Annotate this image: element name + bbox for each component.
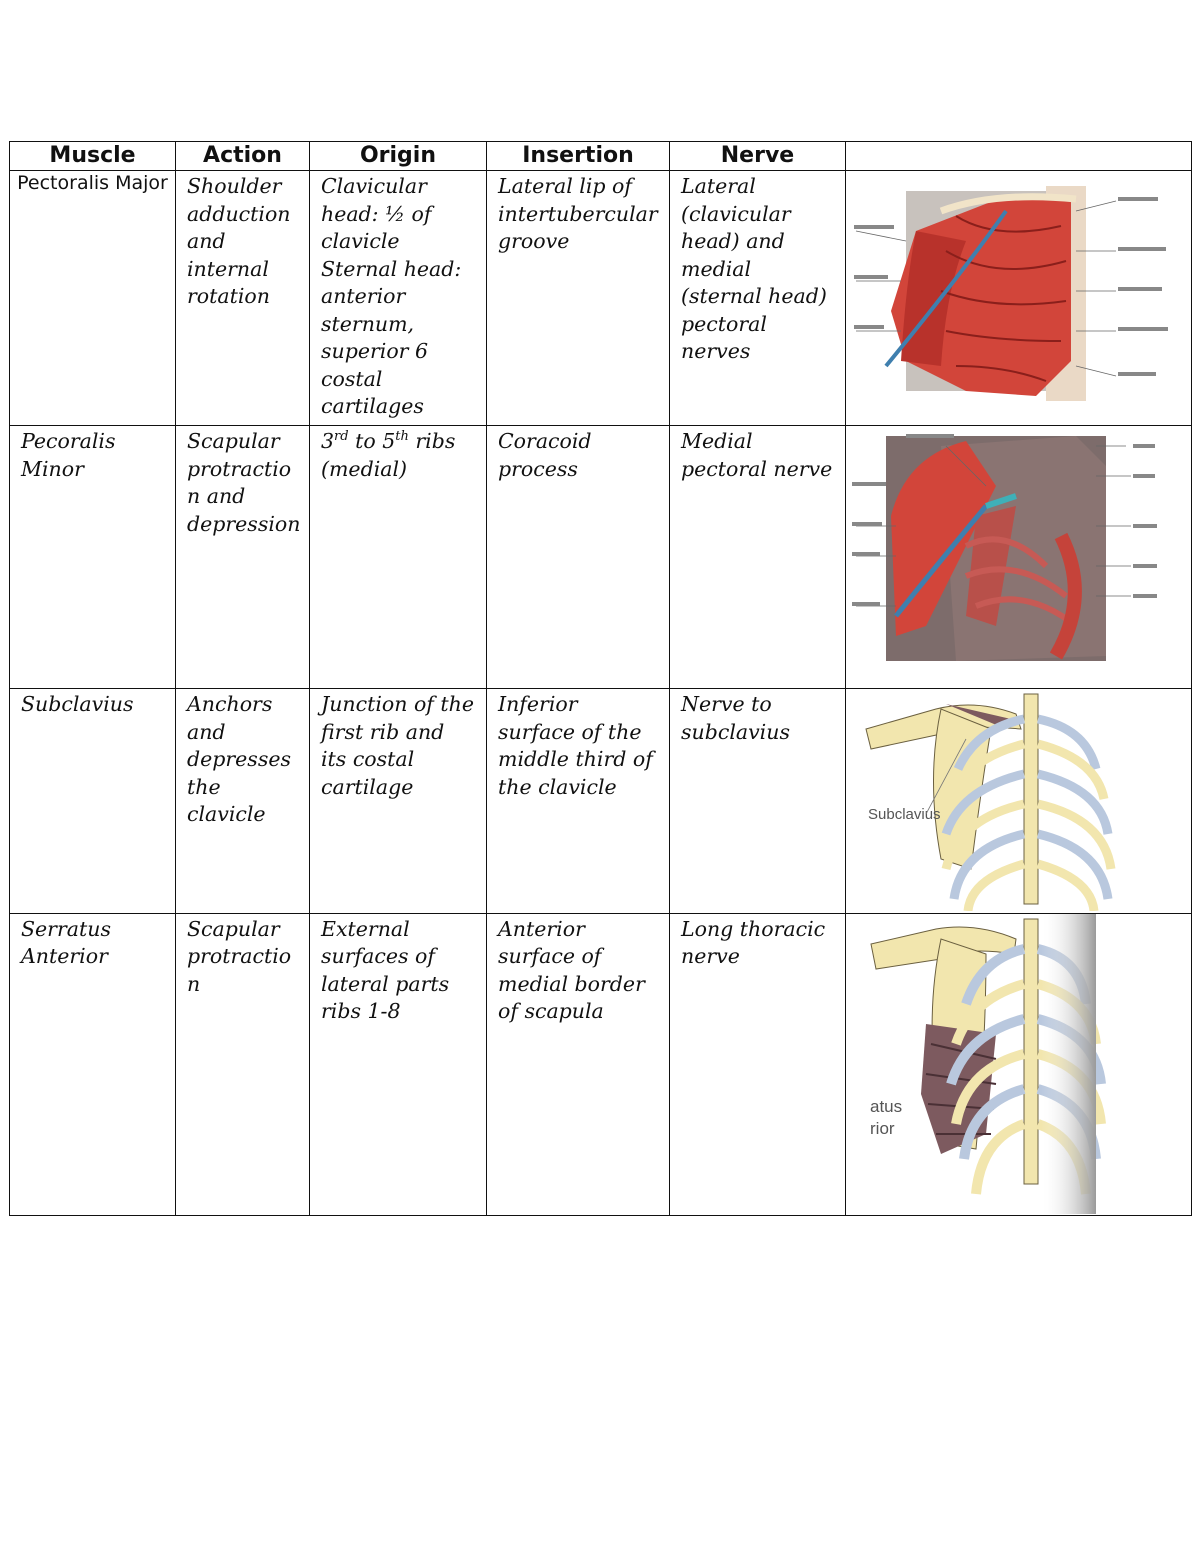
muscle-nerve: Lateral (clavicular head) and medial (st… (681, 174, 827, 364)
muscle-origin: 3rd to 5th ribs (medial) (310, 426, 486, 483)
serratus-label-line-1: atus (870, 1097, 902, 1116)
header-row: Muscle Action Origin Insertion Nerve (9, 140, 1192, 172)
muscle-insertion: Coracoid process (498, 429, 592, 481)
muscle-table: Muscle Action Origin Insertion Nerve Pec… (9, 140, 1192, 1217)
muscle-action: Scapular protractio n (187, 916, 292, 996)
table-row: Subclavius Anchors and depresses the cla… (9, 688, 1192, 914)
muscle-insertion: Anterior surface of medial border of sca… (498, 916, 645, 1024)
muscle-insertion: Lateral lip of intertubercular groove (498, 174, 658, 254)
muscle-insertion: Inferior surface of the middle third of … (498, 692, 653, 799)
muscle-origin: Clavicular head: ½ of clavicle Sternal h… (321, 174, 462, 419)
muscle-name: Subclavius (21, 692, 134, 717)
origin-rib-start: 3 (321, 429, 335, 454)
pectoralis-major-anatomy-illustration (854, 186, 1168, 402)
header-action: Action (175, 140, 310, 172)
origin-rib-end: to 5 (348, 429, 396, 454)
muscle-origin: Junction of the first rib and its costal… (321, 692, 474, 799)
header-nerve: Nerve (669, 140, 846, 172)
muscle-nerve: Nerve to subclavius (681, 692, 790, 744)
subclavius-skeleton-illustration: Subclavius (865, 693, 1116, 912)
header-muscle: Muscle (9, 140, 176, 172)
muscle-origin: External surfaces of lateral parts ribs … (321, 916, 450, 1024)
table-row: Pecoralis Minor Scapular protractio n an… (9, 425, 1192, 690)
muscle-name: Pecoralis Minor (21, 429, 116, 481)
header-insertion: Insertion (486, 140, 670, 172)
serratus-label-line-2: rior (870, 1119, 895, 1138)
serratus-anterior-skeleton-illustration: atus rior (870, 913, 1106, 1214)
header-figure (845, 140, 1192, 172)
pectoralis-minor-anatomy-illustration (852, 434, 1157, 662)
muscle-nerve: Medial pectoral nerve (681, 429, 833, 481)
origin-rib-end-suffix: th (395, 429, 409, 445)
muscle-action: Anchors and depresses the clavicle (187, 692, 292, 827)
subclavius-label: Subclavius (868, 806, 941, 823)
muscle-action: Shoulder adduction and internal rotation (187, 174, 291, 309)
muscle-nerve: Long thoracic nerve (681, 916, 826, 969)
origin-rib-start-suffix: rd (334, 429, 349, 445)
muscle-action: Scapular protractio n and depression (187, 429, 301, 536)
table-row: Serratus Anterior Scapular protractio n … (9, 912, 1192, 1217)
table-row: Pectoralis Major Shoulder adduction and … (9, 170, 1192, 427)
origin-rib-remainder: ribs (medial) (321, 429, 456, 481)
muscle-name: Pectoralis Major (17, 172, 168, 195)
header-origin: Origin (309, 140, 487, 172)
muscle-name: Serratus Anterior (21, 916, 111, 969)
